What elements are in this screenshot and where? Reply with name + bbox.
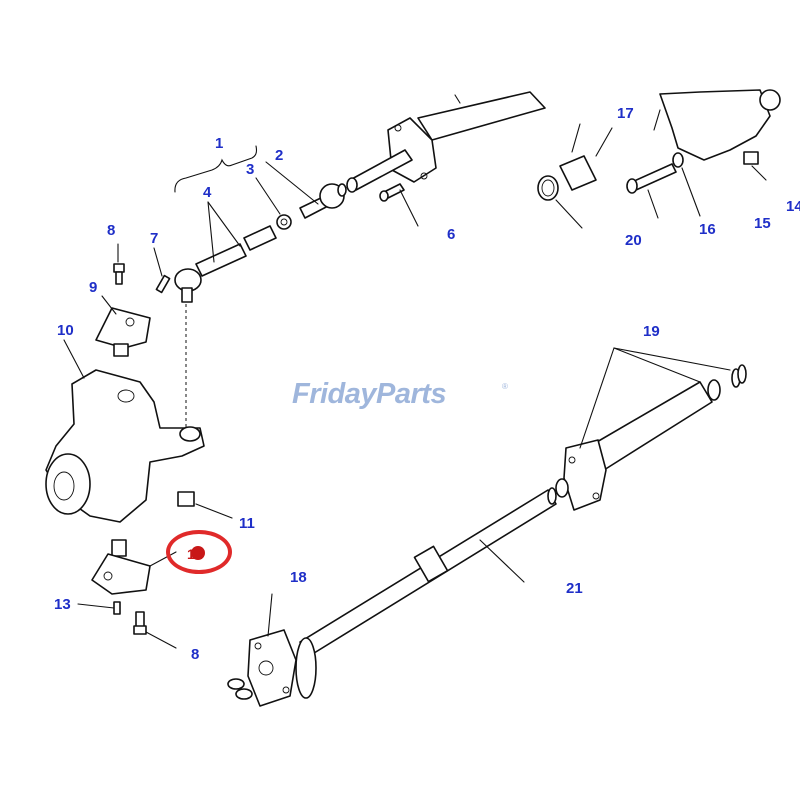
label-part-1[interactable]: 1 [215, 135, 224, 152]
top-right-assembly [537, 89, 781, 229]
label-part-12[interactable]: 12 [187, 546, 203, 562]
label-part-8-bottom[interactable]: 8 [191, 646, 200, 663]
rod-part-21 [299, 487, 557, 659]
upper-tube [346, 91, 546, 193]
end-plate-part-18 [227, 593, 317, 707]
bolt-part-8-bottom [133, 611, 177, 649]
label-part-18[interactable]: 18 [290, 569, 307, 586]
pin-part-7 [153, 247, 171, 294]
nut-part-11 [177, 491, 233, 519]
bracket-1 [174, 145, 258, 193]
label-part-16[interactable]: 16 [699, 221, 716, 238]
label-part-9[interactable]: 9 [89, 279, 98, 296]
pin-part-13 [77, 601, 121, 615]
label-part-3[interactable]: 3 [246, 161, 255, 178]
tie-rod-part-4 [174, 201, 277, 428]
ball-joint-part-2 [265, 161, 347, 219]
cylinder-part-19 [555, 347, 747, 511]
highlight-dot [191, 546, 205, 560]
arm-part-9 [95, 295, 151, 357]
label-part-19[interactable]: 19 [643, 323, 660, 340]
watermark-text: FridayParts [292, 378, 447, 410]
label-part-6[interactable]: 6 [447, 226, 456, 243]
bolt-part-8-top [113, 243, 125, 285]
label-part-2[interactable]: 2 [275, 147, 284, 164]
label-part-20[interactable]: 20 [625, 232, 642, 249]
watermark-registered-mark: ® [502, 382, 508, 391]
fridayparts-watermark: FridayParts ® [292, 380, 512, 420]
label-part-11[interactable]: 11 [239, 515, 255, 532]
lower-arm-part-12 [91, 539, 177, 595]
label-part-10[interactable]: 10 [57, 322, 74, 339]
label-part-14[interactable]: 14 [786, 198, 800, 215]
label-part-17[interactable]: 17 [617, 105, 634, 122]
label-part-4[interactable]: 4 [203, 184, 212, 201]
label-part-7[interactable]: 7 [150, 230, 159, 247]
nut-part-3 [255, 177, 292, 230]
label-part-13[interactable]: 13 [54, 596, 71, 613]
label-part-21[interactable]: 21 [566, 580, 583, 597]
bolt-part-6 [379, 183, 419, 227]
label-part-8-top[interactable]: 8 [107, 222, 116, 239]
highlight-circle-part-12 [166, 530, 232, 574]
knuckle-part-10 [45, 339, 205, 523]
label-part-15[interactable]: 15 [754, 215, 771, 232]
